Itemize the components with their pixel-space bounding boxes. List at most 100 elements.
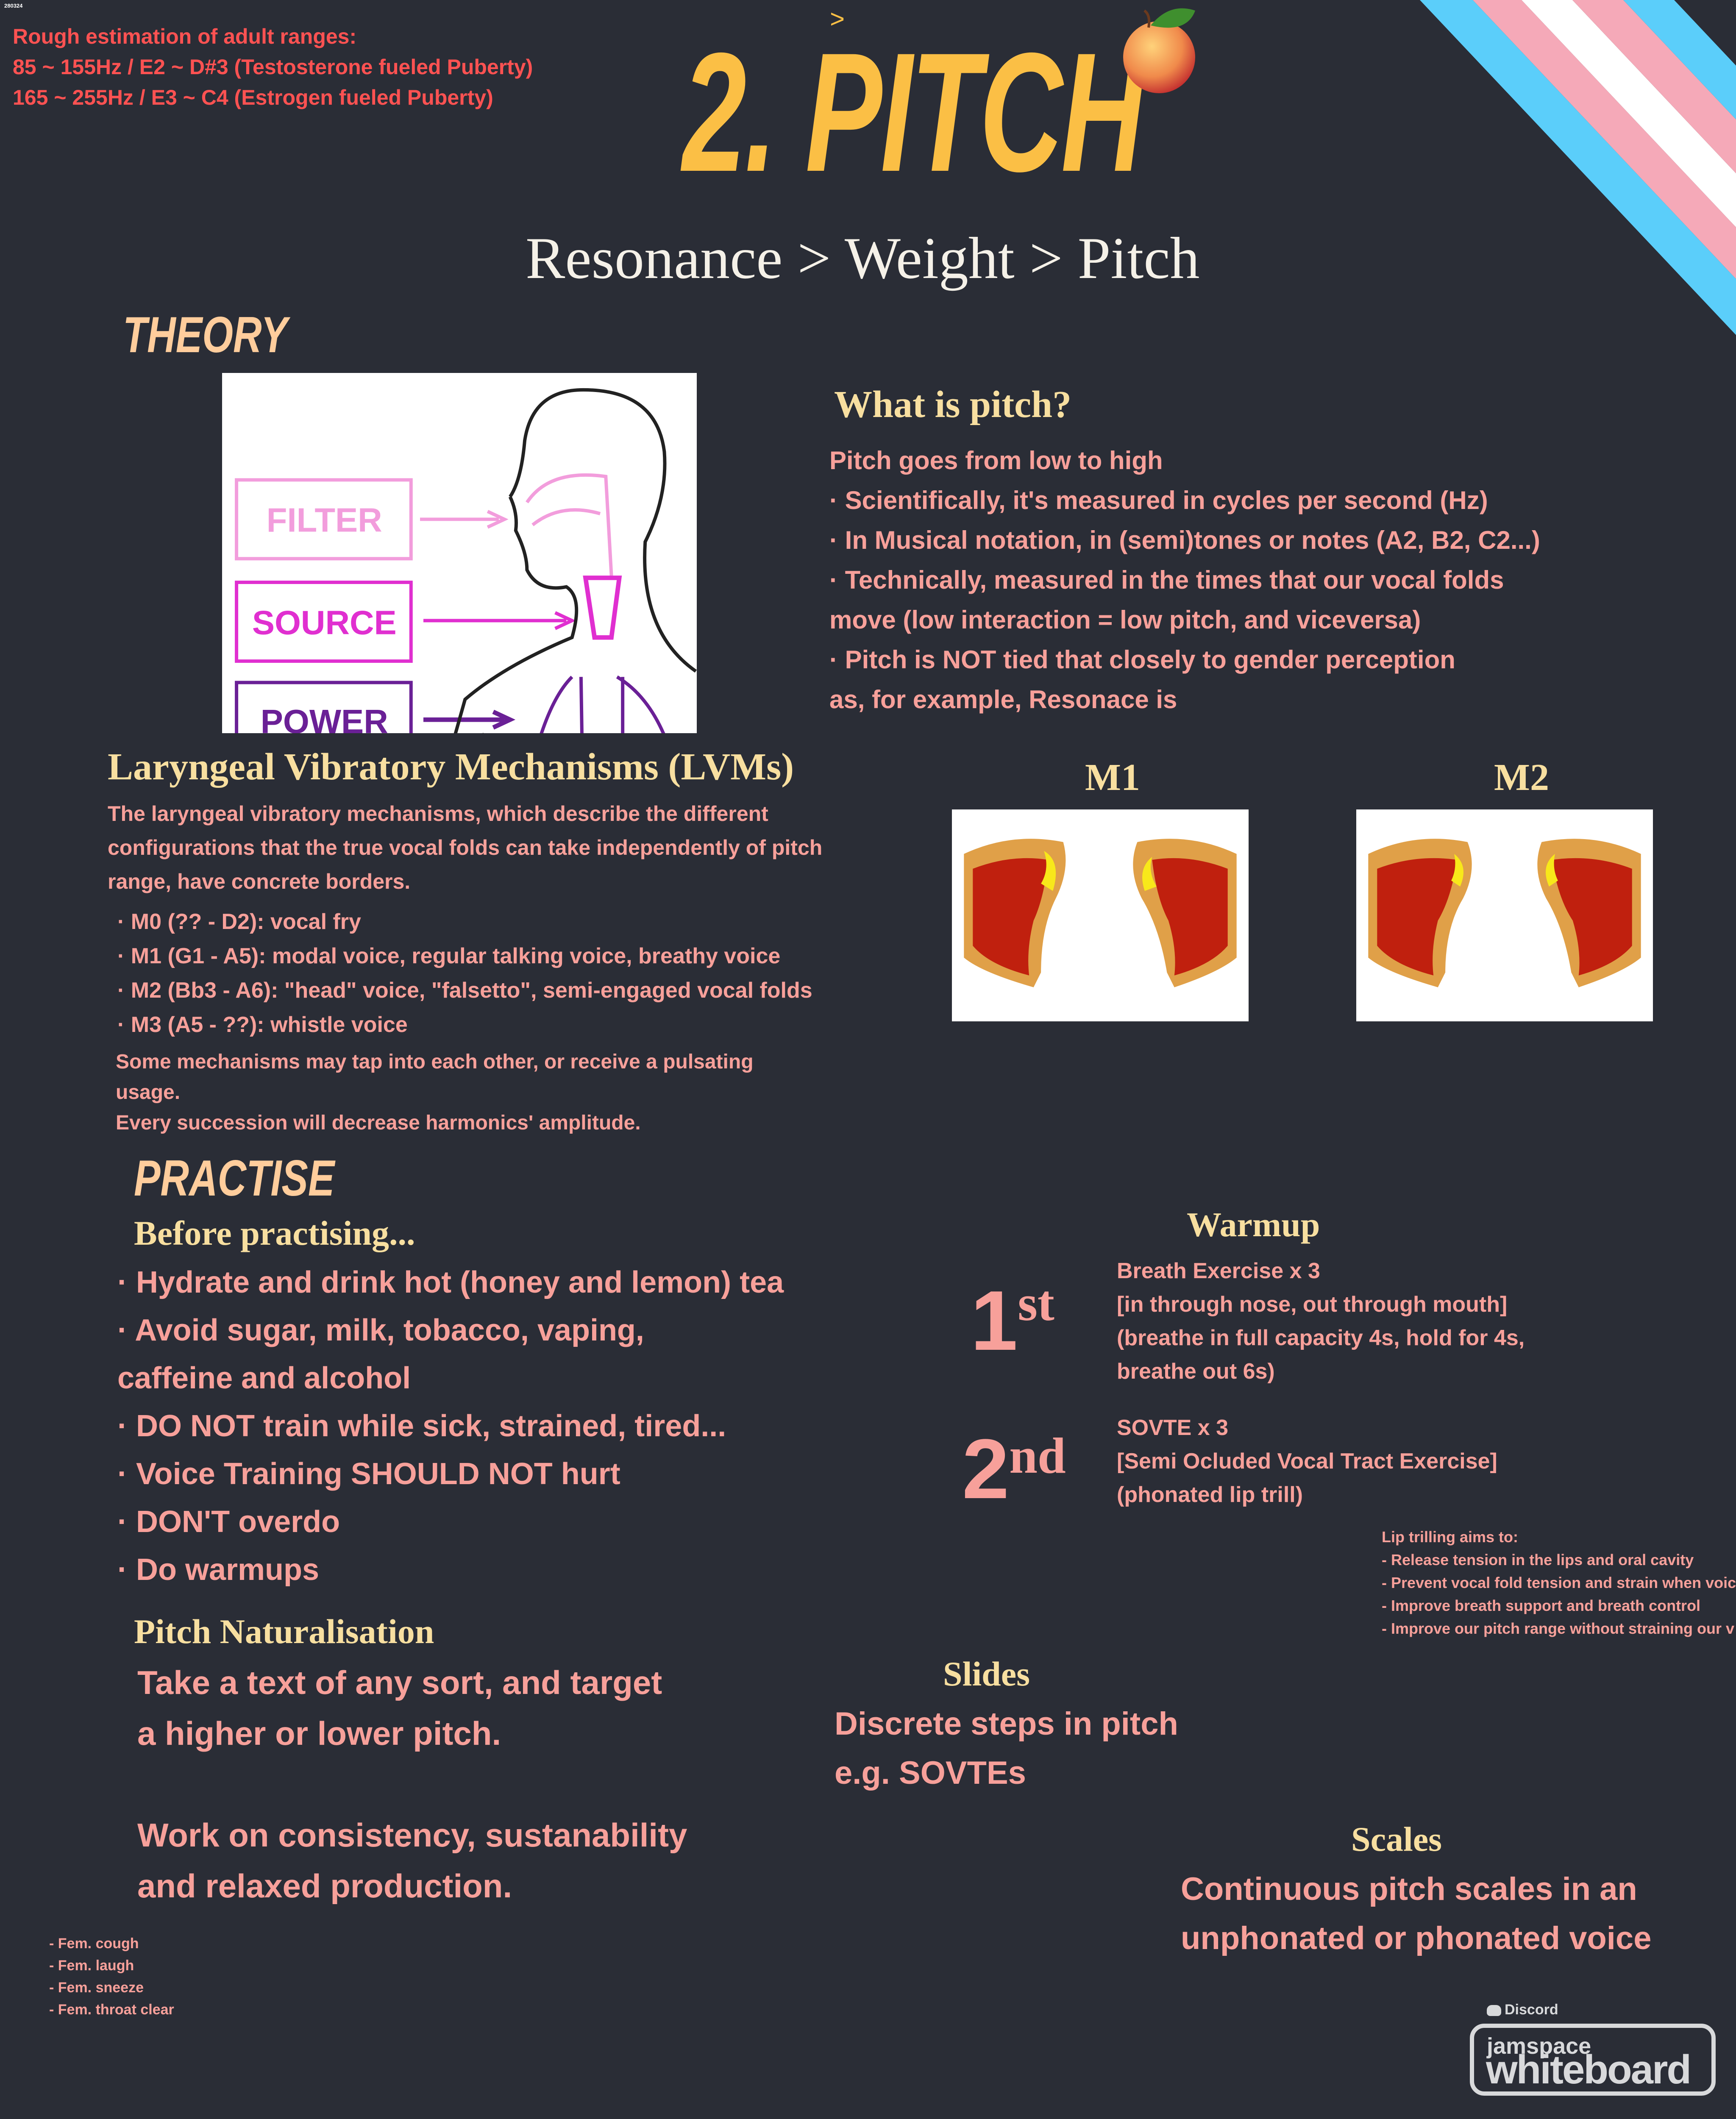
step-suffix: st	[1018, 1275, 1054, 1331]
step-2-number: 2nd	[962, 1407, 1066, 1545]
adult-ranges-title: Rough estimation of adult ranges:	[13, 25, 357, 48]
pitch-naturalisation-text: Take a text of any sort, and target a hi…	[137, 1657, 687, 1911]
text-line: as, for example, Resonace is	[829, 685, 1177, 714]
text-line: Take a text of any sort, and target	[137, 1664, 662, 1701]
text-line: The laryngeal vibratory mechanisms, whic…	[108, 802, 768, 826]
logo-whiteboard: whiteboard	[1486, 2047, 1691, 2092]
text-line: Pitch goes from low to high	[829, 446, 1163, 475]
lvm-intro: The laryngeal vibratory mechanisms, whic…	[108, 797, 822, 898]
diagram-label-filter: FILTER	[267, 501, 382, 539]
fem-list: - Fem. cough - Fem. laugh - Fem. sneeze …	[49, 1933, 174, 2021]
text-line: range, have concrete borders.	[108, 870, 411, 893]
list-item: · DON'T overdo	[117, 1505, 340, 1539]
mechanism-item: · M0 (?? - D2): vocal fry	[117, 909, 361, 934]
diagram-label-source: SOURCE	[252, 603, 397, 641]
text-line: usage.	[116, 1081, 181, 1104]
lvm-notes: Some mechanisms may tap into each other,…	[116, 1047, 754, 1138]
text-line: [in through nose, out through mouth]	[1117, 1292, 1508, 1317]
list-item: - Fem. sneeze	[49, 1980, 144, 1996]
text-line: Breath Exercise x 3	[1117, 1259, 1320, 1283]
text-line: Lip trilling aims to:	[1382, 1528, 1518, 1546]
list-item: · Avoid sugar, milk, tobacco, vaping,	[117, 1313, 644, 1347]
practise-heading: PRACTISE	[134, 1150, 335, 1207]
vocal-system-diagram: FILTER SOURCE POWER	[222, 373, 697, 880]
date-stamp: 280324	[4, 3, 23, 9]
text-line: breathe out 6s)	[1117, 1359, 1275, 1384]
before-practising-title: Before practising...	[134, 1214, 415, 1252]
mechanism-item: · M1 (G1 - A5): modal voice, regular tal…	[117, 944, 781, 968]
peach-icon	[1123, 8, 1195, 93]
text-line: Some mechanisms may tap into each other,…	[116, 1051, 754, 1073]
pitch-naturalisation-title: Pitch Naturalisation	[134, 1612, 434, 1651]
theory-heading: THEORY	[123, 306, 288, 363]
scales-title: Scales	[1351, 1820, 1442, 1858]
m1-vocal-folds-image	[952, 809, 1249, 1021]
text-line: [Semi Ocluded Vocal Tract Exercise]	[1117, 1449, 1497, 1474]
slides-title: Slides	[943, 1655, 1030, 1693]
text-line: Every succession will decrease harmonics…	[116, 1112, 641, 1134]
discord-label: Discord	[1505, 2002, 1558, 2018]
text-line: and relaxed production.	[137, 1867, 512, 1905]
step-number: 1	[971, 1274, 1018, 1368]
adult-ranges: Rough estimation of adult ranges: 85 ~ 1…	[13, 21, 533, 113]
list-item: · Hydrate and drink hot (honey and lemon…	[117, 1265, 784, 1299]
text-line: - Prevent vocal fold tension and strain …	[1382, 1574, 1736, 1591]
subtitle: Resonance > Weight > Pitch	[526, 225, 1200, 291]
small-arrow: >	[830, 5, 845, 33]
step-suffix: nd	[1009, 1427, 1066, 1484]
mechanism-item: · M2 (Bb3 - A6): "head" voice, "falsetto…	[117, 978, 812, 1003]
text-line: - Release tension in the lips and oral c…	[1382, 1551, 1694, 1568]
text-line: unphonated or phonated voice	[1181, 1920, 1652, 1956]
text-line	[137, 1759, 687, 1810]
adult-range-line: 85 ~ 155Hz / E2 ~ D#3 (Testosterone fuel…	[13, 55, 533, 79]
step-number: 2	[962, 1422, 1010, 1516]
text-line: Continuous pitch scales in an	[1181, 1871, 1637, 1907]
list-item: · DO NOT train while sick, strained, tir…	[117, 1409, 726, 1443]
text-line: (phonated lip trill)	[1117, 1482, 1303, 1507]
text-line: - Improve breath support and breath cont…	[1382, 1597, 1701, 1614]
list-item: - Fem. laugh	[49, 1958, 134, 1974]
logo-jamspace: jamspace	[1487, 2033, 1591, 2059]
slides-text: Discrete steps in pitch e.g. SOVTEs	[835, 1699, 1178, 1798]
mechanism-item: · M3 (A5 - ??): whistle voice	[117, 1012, 408, 1037]
text-line: (breathe in full capacity 4s, hold for 4…	[1117, 1326, 1525, 1350]
before-practising-list: · Hydrate and drink hot (honey and lemon…	[117, 1259, 784, 1594]
m1-label: M1	[1085, 756, 1140, 798]
list-item: - Fem. throat clear	[49, 2002, 174, 2018]
step-1-text: Breath Exercise x 3 [in through nose, ou…	[1117, 1254, 1525, 1388]
list-item: - Fem. cough	[49, 1935, 139, 1952]
discord-logo: Discord	[1487, 2000, 1558, 2019]
lvm-title: Laryngeal Vibratory Mechanisms (LVMs)	[108, 746, 794, 788]
text-line: Discrete steps in pitch	[835, 1706, 1178, 1742]
text-line: move (low interaction = low pitch, and v…	[829, 606, 1421, 634]
text-line: e.g. SOVTEs	[835, 1755, 1026, 1791]
list-item: · Voice Training SHOULD NOT hurt	[117, 1457, 620, 1491]
list-item: · Do warmups	[117, 1553, 320, 1587]
text-line: Work on consistency, sustanability	[137, 1816, 687, 1854]
m2-vocal-folds-image	[1356, 809, 1653, 1021]
step-1-number: 1st	[971, 1254, 1054, 1397]
adult-range-line: 165 ~ 255Hz / E3 ~ C4 (Estrogen fueled P…	[13, 86, 493, 109]
text-line: SOVTE x 3	[1117, 1415, 1228, 1440]
page-title: 2. PITCH	[682, 17, 1144, 207]
scales-text: Continuous pitch scales in an unphonated…	[1181, 1865, 1651, 1963]
text-line: · Technically, measured in the times tha…	[829, 566, 1504, 594]
jamspace-whiteboard-logo: Discord jamspace whiteboard	[1470, 2000, 1724, 2096]
diagram-label-power: POWER	[261, 703, 388, 733]
lvm-mechanisms: · M0 (?? - D2): vocal fry · M1 (G1 - A5)…	[117, 905, 812, 1042]
what-is-pitch-title: What is pitch?	[834, 384, 1072, 425]
trans-flag-stripes	[1420, 0, 1736, 335]
lip-trill-notes: Lip trilling aims to: - Release tension …	[1382, 1526, 1736, 1640]
text-line: · Pitch is NOT tied that closely to gend…	[829, 645, 1455, 674]
discord-icon	[1487, 2005, 1501, 2016]
text-line: - Improve our pitch range without strain…	[1382, 1620, 1735, 1637]
text-line: configurations that the true vocal folds…	[108, 836, 823, 859]
m2-label: M2	[1494, 756, 1549, 798]
text-line: · Scientifically, it's measured in cycle…	[829, 486, 1488, 514]
text-line: a higher or lower pitch.	[137, 1715, 501, 1752]
step-2-text: SOVTE x 3 [Semi Ocluded Vocal Tract Exer…	[1117, 1411, 1497, 1512]
warmup-title: Warmup	[1187, 1205, 1320, 1244]
text-line: · In Musical notation, in (semi)tones or…	[829, 526, 1540, 554]
list-item: caffeine and alcohol	[117, 1361, 411, 1395]
what-is-pitch-text: Pitch goes from low to high · Scientific…	[829, 441, 1540, 720]
